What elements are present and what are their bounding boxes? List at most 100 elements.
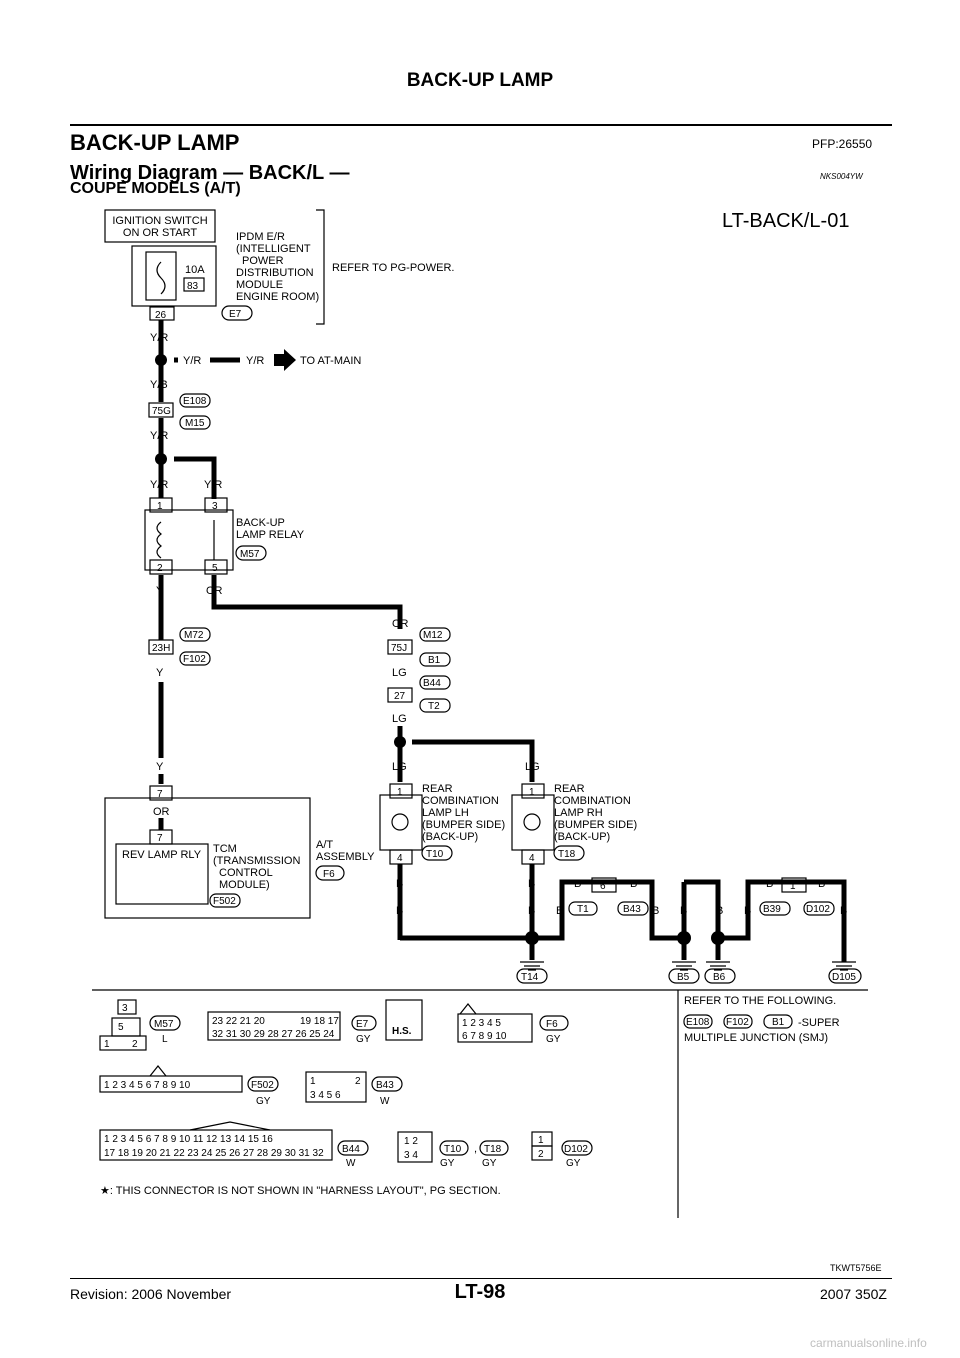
wire-or-2: OR: [392, 618, 409, 630]
svg-text:B44: B44: [342, 1144, 360, 1155]
junction-m72: M72: [184, 630, 204, 641]
svg-text:1: 1: [529, 787, 535, 798]
svg-text:GY: GY: [440, 1158, 455, 1169]
lamp-rh-5: (BACK-UP): [554, 831, 610, 843]
svg-text:1 2 3 4 5 6 7 8 9 10: 1 2 3 4 5 6 7 8 9 10: [104, 1080, 191, 1091]
svg-text:E7: E7: [356, 1019, 369, 1030]
svg-text:GY: GY: [356, 1034, 371, 1045]
lamp-lh-box: [379, 794, 423, 851]
tcm-2: (TRANSMISSION: [213, 855, 300, 867]
svg-text:1: 1: [538, 1135, 544, 1146]
wire-yb: Y/B: [150, 379, 168, 391]
svg-text:B43: B43: [376, 1080, 394, 1091]
ground-b5: B5: [677, 972, 690, 983]
wire-y-2: Y: [156, 667, 164, 679]
svg-text:1: 1: [310, 1076, 316, 1087]
relay-pin-1: 1: [157, 501, 163, 512]
page-number: LT-98: [454, 1281, 506, 1303]
ground-b6: B6: [713, 972, 726, 983]
svg-text:7: 7: [157, 789, 163, 800]
ipdm-box: [131, 245, 217, 307]
lamp-rh-3: LAMP RH: [554, 807, 603, 819]
svg-text:19 18 17: 19 18 17: [300, 1016, 339, 1027]
svg-text:B: B: [840, 905, 847, 917]
ipdm-pin: 26: [155, 310, 167, 321]
lamp-rh-1: REAR: [554, 783, 585, 795]
wire-yr-6: Y/R: [204, 479, 222, 491]
junction-t2: T2: [428, 701, 440, 712]
lamp-lh-3: LAMP LH: [422, 807, 469, 819]
wiring-diagram-title: Wiring Diagram — BACK/L —: [70, 162, 350, 184]
wire-b-4: B: [528, 905, 535, 917]
tcm-3: CONTROL: [219, 867, 273, 879]
junction-75g: 75G: [152, 406, 171, 417]
revision: Revision: 2006 November: [70, 1286, 232, 1302]
svg-text:3 4: 3 4: [404, 1150, 418, 1161]
wire-b-2: B: [396, 905, 403, 917]
tcm-1: TCM: [213, 843, 237, 855]
lamp-rh-connector: T18: [558, 849, 576, 860]
ipdm-label-6: ENGINE ROOM): [236, 291, 319, 303]
to-at-main: TO AT-MAIN: [300, 355, 361, 367]
svg-text:4: 4: [529, 853, 535, 864]
svg-text:GY: GY: [482, 1158, 497, 1169]
wiring-diagram: .w{stroke:#000;stroke-width:5;fill:none;…: [92, 209, 868, 1218]
joint-d102: D102: [806, 904, 830, 915]
svg-text:1: 1: [397, 787, 403, 798]
ignition-switch-box: [104, 209, 216, 243]
lamp-lh-2: COMBINATION: [422, 795, 499, 807]
svg-text:F102: F102: [726, 1017, 749, 1028]
wire-y-3: Y: [156, 761, 164, 773]
wire-yr-3: Y/R: [246, 355, 264, 367]
lamp-lh-1: REAR: [422, 783, 453, 795]
relay-label-2: LAMP RELAY: [236, 529, 305, 541]
wire-yr-1: Y/R: [150, 332, 168, 344]
relay-box: [144, 509, 234, 571]
ground-d105: D105: [832, 972, 856, 983]
joint-b43: B43: [623, 904, 641, 915]
junction-b1: B1: [428, 655, 441, 666]
svg-text:1: 1: [790, 881, 796, 892]
tcm-4: MODULE): [219, 879, 270, 891]
svg-text:4: 4: [397, 853, 403, 864]
wire-yr-5: Y/R: [150, 479, 168, 491]
wire-yr-2: Y/R: [183, 355, 201, 367]
footer-rule: [70, 1278, 892, 1279]
wire-lg-4: LG: [525, 761, 540, 773]
svg-text:1 2 3 4 5 6 7 8 9 10 11 12 13: 1 2 3 4 5 6 7 8 9 10 11 12 13 14 15 16: [104, 1134, 273, 1145]
wire-lg-1: LG: [392, 667, 407, 679]
svg-text:3: 3: [122, 1003, 128, 1014]
ipdm-label-5: MODULE: [236, 279, 283, 291]
svg-text:W: W: [380, 1096, 390, 1107]
svg-text:M57: M57: [154, 1019, 174, 1030]
svg-text:1 2 3 4 5: 1 2 3 4 5: [462, 1018, 501, 1029]
svg-text:B: B: [556, 905, 563, 917]
svg-text:T10: T10: [444, 1144, 462, 1155]
tcm-connector: F502: [213, 896, 236, 907]
wire-lg-3: LG: [392, 761, 407, 773]
junction-f102: F102: [183, 654, 206, 665]
wire-lg-2: LG: [392, 713, 407, 725]
at-assembly-box: [104, 797, 311, 919]
lamp-rh-2: COMBINATION: [554, 795, 631, 807]
super-label: -SUPER: [798, 1017, 840, 1029]
ignition-label-2: ON OR START: [123, 227, 197, 239]
joint-t1: T1: [577, 904, 589, 915]
wire-b-1: B: [396, 878, 403, 890]
svg-text:6: 6: [600, 881, 606, 892]
svg-text:H.S.: H.S.: [392, 1026, 412, 1037]
lamp-rh-box: [511, 794, 555, 851]
svg-text:,: ,: [474, 1143, 477, 1155]
lamp-lh-4: (BUMPER SIDE): [422, 819, 505, 831]
refer-pg-power: REFER TO PG-POWER.: [332, 262, 454, 274]
svg-text:B: B: [630, 878, 637, 890]
svg-text:F6: F6: [546, 1019, 558, 1030]
relay-connector: M57: [240, 549, 260, 560]
smj-label: MULTIPLE JUNCTION (SMJ): [684, 1032, 828, 1044]
svg-text:1: 1: [104, 1039, 110, 1050]
svg-text:E108: E108: [686, 1017, 710, 1028]
svg-text:B1: B1: [772, 1017, 785, 1028]
svg-text:F502: F502: [251, 1080, 274, 1091]
relay-pin-2: 2: [157, 563, 163, 574]
model-subtitle: COUPE MODELS (A/T): [70, 180, 241, 197]
